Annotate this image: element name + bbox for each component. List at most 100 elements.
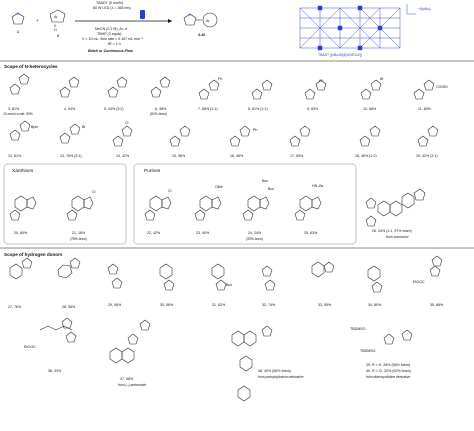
cation-label: ⁺N(nBu)₄ xyxy=(418,7,432,11)
residence-text: tR = 1 h xyxy=(108,42,121,46)
svg-text:Cl: Cl xyxy=(319,79,323,83)
donor-row2-structures xyxy=(39,317,413,372)
yield-27: 27, 76% xyxy=(8,305,22,309)
svg-text:Cl: Cl xyxy=(92,190,96,194)
yield-38: 38, 40% (56% brsm) xyxy=(258,369,291,373)
brsm-21: (78% brsm) xyxy=(70,237,87,241)
svg-text:OMe: OMe xyxy=(215,185,223,189)
svg-text:N: N xyxy=(54,24,57,28)
reagent-1-label: 1 xyxy=(17,30,19,34)
yield-12: 12, 61% xyxy=(8,154,22,158)
arrow-head xyxy=(168,19,172,23)
yield-7: 7, 68% (1:1) xyxy=(198,107,218,111)
svg-text:Cl: Cl xyxy=(168,189,172,193)
yield-37: 37, 68% xyxy=(120,377,134,381)
reaction-scheme: O 1 + Ar N H 2 TBADT (5 mol%) 60 W LED (… xyxy=(11,1,432,57)
yield-14: 14, 42% xyxy=(116,154,130,158)
yield-6: 6, 48% xyxy=(155,107,167,111)
yield-17: 17, 55% xyxy=(290,154,304,158)
yield-22: 22, 42% xyxy=(147,231,161,235)
yield-9: 9, 83% xyxy=(307,107,319,111)
svg-text:Br: Br xyxy=(82,125,86,129)
thf-structure: O xyxy=(11,12,25,25)
yield-10: 10, 68% xyxy=(363,107,377,111)
yield-32: 32, 74% xyxy=(262,303,276,307)
svg-text:EtOOC: EtOOC xyxy=(413,280,425,284)
yield-30: 30, 56% xyxy=(160,303,174,307)
oxidant-text: TBHP (3 equiv) xyxy=(97,32,122,36)
svg-text:Ph: Ph xyxy=(253,128,257,132)
podophyllotoxin-note: from podophyllotoxin derivative xyxy=(258,375,304,379)
yield-29: 29, 96% xyxy=(108,303,122,307)
svg-text:Ar: Ar xyxy=(54,15,58,19)
yield-4: 4, 94% xyxy=(64,107,76,111)
ambroxide-note: from (–)-ambroxide xyxy=(118,383,146,387)
stanozolol-note: from stanozolol xyxy=(386,235,409,239)
product-structure: O Ar xyxy=(183,12,218,28)
brsm-24: (33% brsm) xyxy=(246,237,263,241)
xanthine-structures xyxy=(9,195,94,221)
stanozolol-structure xyxy=(365,188,426,227)
yield-36: 36, 33% xyxy=(48,369,62,373)
plus-sign: + xyxy=(36,19,39,24)
xanthines-heading: Xanthines xyxy=(12,168,34,174)
svg-text:O: O xyxy=(189,13,192,17)
yield-21: 21, 18% xyxy=(72,231,86,235)
yield-39: 39, R = H, 28% (56% brsm) xyxy=(366,363,410,367)
yield-35: 35, 68% xyxy=(430,303,444,307)
yield-19: 19, 42% (2:1) xyxy=(416,154,438,158)
svg-text:EtOOC: EtOOC xyxy=(24,345,36,349)
donor-row1-structures xyxy=(9,255,443,293)
yield-8: 8, 61% (1:1) xyxy=(248,107,268,111)
row2-structures xyxy=(9,120,439,147)
light-text: 60 W LED (λ = 365 nm) xyxy=(93,6,131,10)
azole-structure: Ar N H xyxy=(49,9,66,32)
mode-text: Batch or Continuous-Flow xyxy=(88,49,133,53)
yield-18: 18, 46% (1:2) xyxy=(355,154,377,158)
svg-text:TBDMSO: TBDMSO xyxy=(360,349,376,353)
yield-31: 31, 62% xyxy=(212,303,226,307)
tbadt-cluster xyxy=(299,4,416,51)
n-heterocycles-heading: Scope of N-heterocycles xyxy=(4,64,58,69)
trimethoxyphenyl-structure xyxy=(237,385,251,402)
svg-text:Boc: Boc xyxy=(226,283,232,287)
tbadt-label: TBADT ([nBu4N]4[W10O32]) xyxy=(318,53,362,57)
brsm-6: (82% brsm) xyxy=(150,112,167,116)
yield-26: 26, 34% (1:1, 97% brsm) xyxy=(372,229,412,233)
yield-15: 15, 96% xyxy=(172,154,186,158)
svg-text:Br: Br xyxy=(380,77,384,81)
svg-text:Cl: Cl xyxy=(125,121,129,125)
yield-23: 23, 40% xyxy=(196,231,210,235)
xanthines-box xyxy=(3,163,127,245)
yield-28: 28, 56% xyxy=(62,305,76,309)
yield-25: 25, 63% xyxy=(304,231,318,235)
dideoxycitidine-note: from dideoxycitidine derivative xyxy=(366,375,410,379)
svg-text:Boc: Boc xyxy=(268,187,274,191)
svg-text:TBDMSO: TBDMSO xyxy=(350,327,366,331)
hydrogen-donors-heading: Scope of hydrogen donors xyxy=(4,252,63,257)
yield-16: 16, 46% xyxy=(230,154,244,158)
yield-11: 11, 80% xyxy=(418,107,432,111)
purines-heading: Purines xyxy=(144,168,161,174)
reagent-2-label: 2 xyxy=(57,34,59,38)
yield-20: 20, 60% xyxy=(14,231,28,235)
yield-33: 33, 95% xyxy=(318,303,332,307)
yield-5: 5, 44% (3:2) xyxy=(104,107,124,111)
svg-text:HN–Bz: HN–Bz xyxy=(312,184,324,188)
product-label: 3-40 xyxy=(198,33,205,37)
svg-text:Boc: Boc xyxy=(262,179,268,183)
row1-structures xyxy=(9,73,435,100)
gram-scale-note: 10 mmol scale: 80% xyxy=(3,112,33,116)
yield-34: 34, 80% xyxy=(368,303,382,307)
led-icon xyxy=(140,10,145,19)
svg-text:O: O xyxy=(17,12,20,16)
svg-text:COOEt: COOEt xyxy=(436,85,448,89)
flow-text: V = 10 mL, flow rate = 0.167 mL min⁻¹ xyxy=(82,37,144,41)
purine-structures xyxy=(144,195,322,221)
catalyst-text: TBADT (5 mol%) xyxy=(96,1,123,5)
yield-13: 13, 76% (3:1) xyxy=(60,154,82,158)
purines-box xyxy=(133,163,357,245)
svg-text:Ar: Ar xyxy=(206,19,210,23)
yield-40: 40, R = Cl, 20% (52% brsm) xyxy=(366,369,411,373)
